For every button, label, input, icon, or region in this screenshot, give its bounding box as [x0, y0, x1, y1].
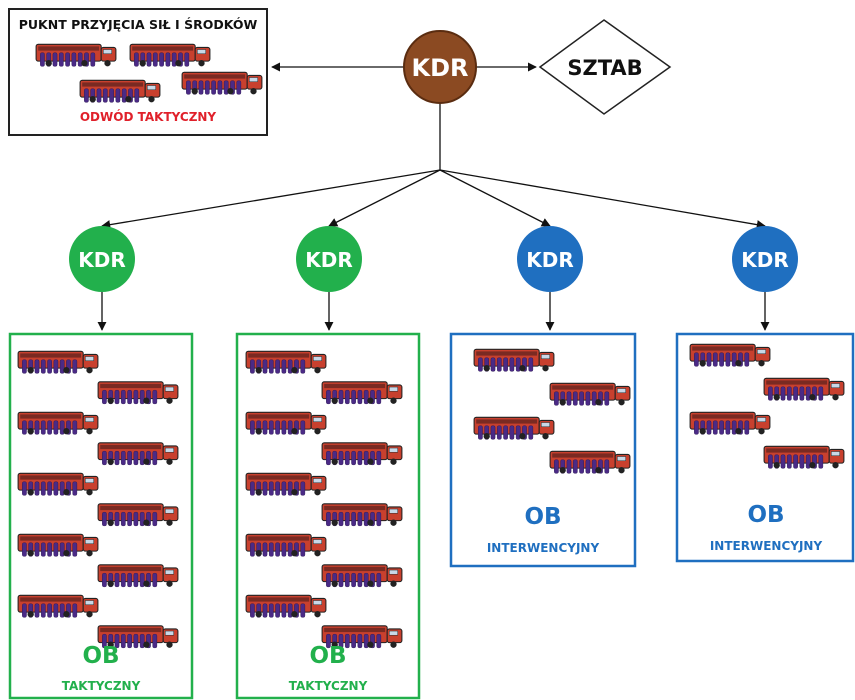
reserve-subtitle: ODWÓD TAKTYCZNY [80, 109, 217, 124]
group-unit-type: INTERWENCYJNY [710, 539, 823, 553]
tactical-group-2: KDR OB TAKTYCZNY [235, 226, 421, 700]
group-unit-type: TAKTYCZNY [289, 679, 368, 693]
group-commander-label: KDR [305, 248, 353, 272]
tactical-group-1: KDR OB TAKTYCZNY [8, 226, 194, 700]
reserve-title: PUKNT PRZYJĘCIA SIŁ I ŚRODKÓW [19, 17, 258, 32]
group-commander-circle [732, 226, 798, 292]
group-unit-type: TAKTYCZNY [62, 679, 141, 693]
connector-line [101, 169, 441, 230]
group-unit-label: OB [524, 504, 561, 530]
staff-node[interactable]: SZTAB [538, 19, 672, 115]
staff-label: SZTAB [567, 56, 642, 80]
top-commander-circle [403, 30, 477, 104]
group-commander-circle [69, 226, 135, 292]
staff-diamond [538, 19, 672, 115]
group-commander-node[interactable]: KDR [732, 226, 798, 292]
group-commander-circle [517, 226, 583, 292]
top-commander-label: KDR [412, 54, 469, 82]
connector-line [439, 169, 551, 227]
connector-line [439, 169, 766, 230]
top-commander-node[interactable]: KDR [403, 30, 477, 104]
group-commander-label: KDR [78, 248, 126, 272]
intervention-group-2: KDR OB INTERWENCYJNY [675, 226, 855, 563]
group-unit-label: OB [82, 643, 119, 669]
group-box [449, 332, 637, 568]
group-unit-type: INTERWENCYJNY [487, 541, 600, 555]
group-commander-label: KDR [526, 248, 574, 272]
group-commander-node[interactable]: KDR [296, 226, 362, 292]
group-unit-label: OB [747, 502, 784, 528]
connector-line [328, 169, 441, 227]
group-commander-label: KDR [741, 248, 789, 272]
group-commander-node[interactable]: KDR [69, 226, 135, 292]
group-commander-circle [296, 226, 362, 292]
connectors [97, 62, 770, 331]
group-commander-node[interactable]: KDR [517, 226, 583, 292]
group-unit-label: OB [309, 643, 346, 669]
reserve-panel: PUKNT PRZYJĘCIA SIŁ I ŚRODKÓW ODWÓD TAKT… [8, 8, 268, 136]
intervention-group-1: KDR OB INTERWENCYJNY [449, 226, 637, 568]
